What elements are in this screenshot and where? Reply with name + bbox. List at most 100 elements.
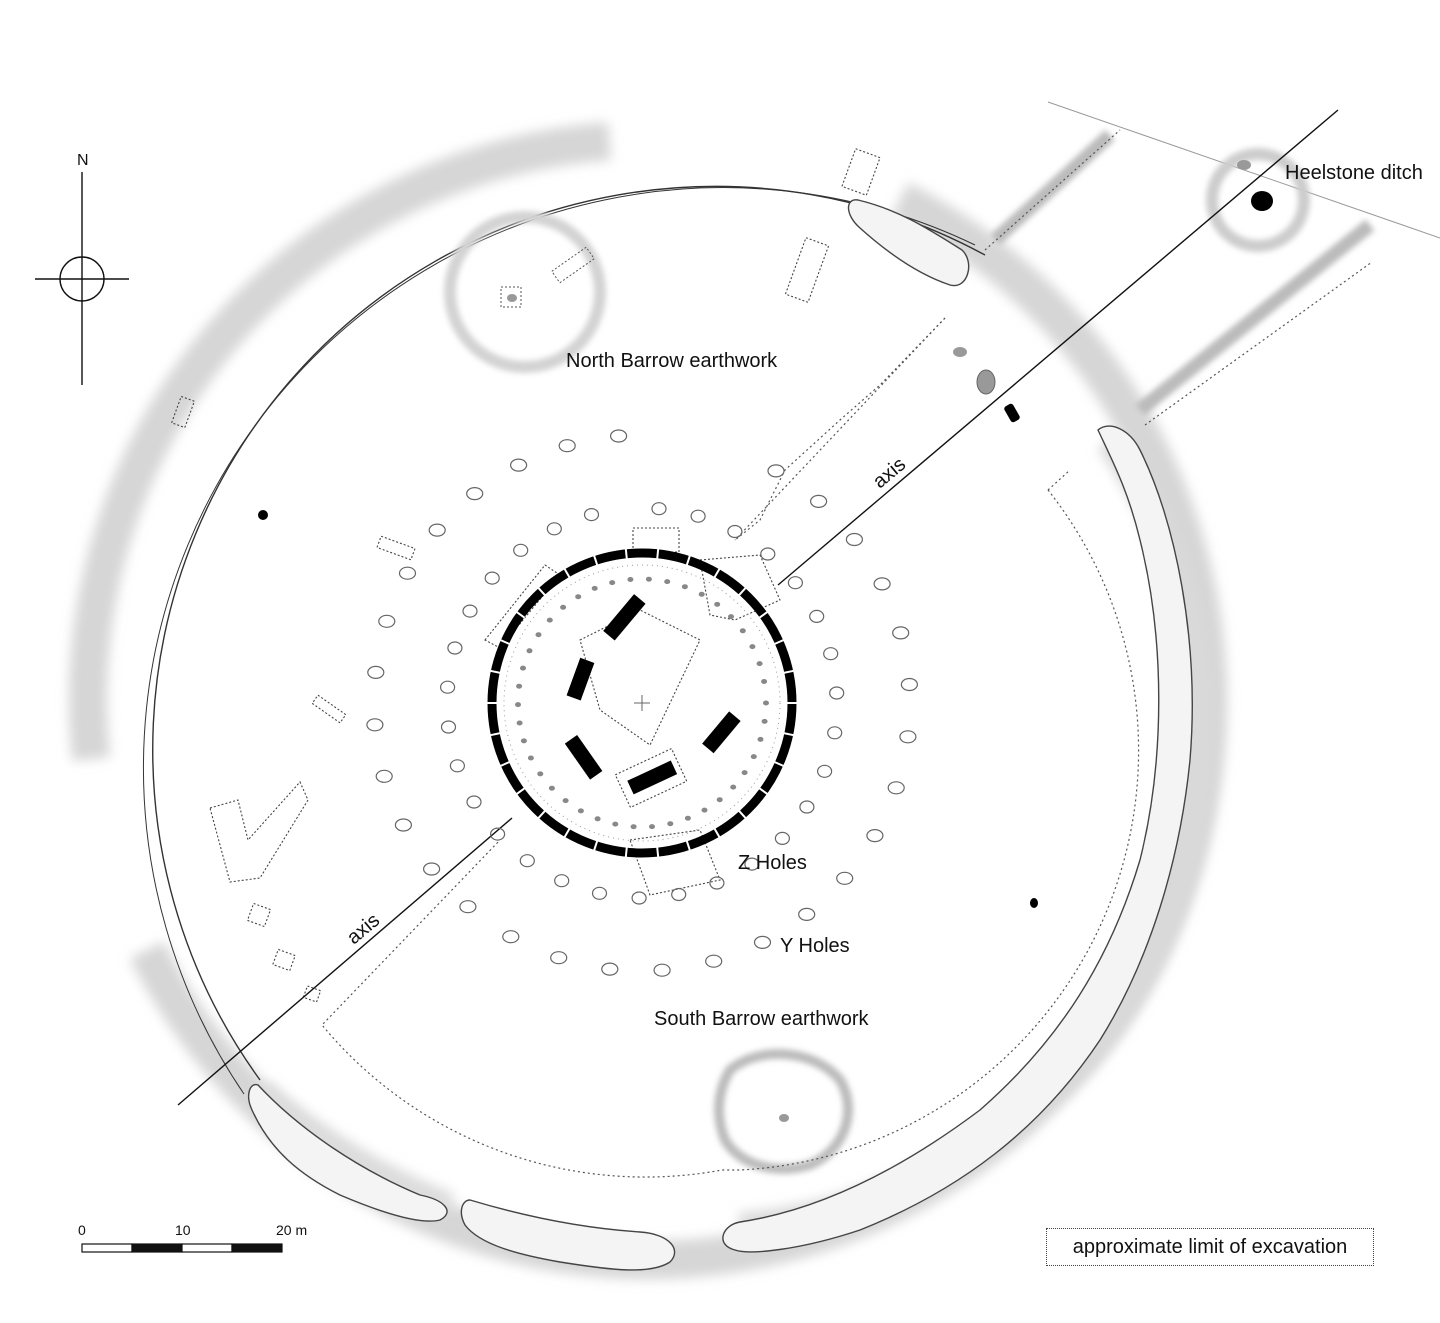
- bluestone: [667, 821, 674, 827]
- bluestone: [757, 736, 764, 742]
- outer-bank-lines: [142, 185, 986, 1095]
- bluestone: [627, 577, 634, 582]
- sarsen-gap: [624, 548, 628, 559]
- z-hole: [744, 857, 760, 871]
- bluestone: [535, 632, 542, 638]
- bluestone: [577, 808, 584, 814]
- z-hole: [823, 647, 839, 661]
- bluestone: [548, 785, 555, 791]
- south-barrow-label: South Barrow earthwork: [654, 1008, 869, 1030]
- z-hole: [440, 680, 456, 694]
- bluestone: [630, 824, 637, 830]
- enclosure-ditch: [248, 199, 1193, 1271]
- sarsen-gap: [713, 568, 721, 578]
- sarsen-gap: [656, 548, 660, 559]
- z-hole: [484, 571, 500, 585]
- bluestone: [575, 594, 582, 600]
- sarsen-gap: [563, 568, 571, 578]
- z-hole: [829, 686, 845, 700]
- z-hole: [519, 854, 535, 868]
- legend-label: approximate limit of excavation: [1072, 1235, 1348, 1258]
- sarsen-gap: [758, 611, 768, 619]
- y-holes: [366, 429, 919, 977]
- bluestone: [520, 738, 527, 744]
- bluestone: [698, 591, 705, 597]
- bluestone: [526, 648, 533, 654]
- ditch-segment-south: [460, 1199, 676, 1271]
- bluestone: [714, 601, 721, 607]
- bluestone: [701, 807, 708, 813]
- y-holes-label: Y Holes: [780, 935, 850, 957]
- z-hole: [462, 604, 478, 618]
- bluestone: [664, 579, 671, 585]
- y-hole: [753, 935, 772, 950]
- bluestone: [560, 604, 567, 610]
- bluestone: [750, 754, 757, 760]
- y-hole: [900, 677, 919, 692]
- ditch-segment-ne: [847, 199, 970, 287]
- bluestone: [716, 797, 723, 803]
- y-hole: [767, 464, 785, 478]
- excavation-limit-legend: approximate limit of excavation: [1046, 1228, 1374, 1266]
- sarsen-gap: [656, 847, 660, 858]
- scale-tick-20: 20 m: [276, 1222, 308, 1238]
- z-hole: [809, 609, 825, 624]
- z-hole: [760, 547, 776, 561]
- ditch-segment-east: [722, 425, 1193, 1253]
- ditch-segment-sw: [248, 1083, 448, 1222]
- centre-cross: [634, 695, 650, 711]
- sarsen-gap: [537, 810, 546, 819]
- z-hole: [709, 876, 725, 890]
- y-hole: [375, 769, 393, 783]
- bluestone: [741, 770, 748, 776]
- bluestone: [516, 683, 523, 689]
- y-hole: [502, 930, 520, 944]
- y-hole: [550, 951, 568, 965]
- bluestone: [594, 816, 601, 822]
- limit-of-excavation: [321, 317, 1140, 1178]
- sarsen-gap: [537, 587, 546, 596]
- y-hole: [873, 577, 891, 591]
- y-hole: [398, 566, 417, 580]
- z-hole: [490, 827, 506, 841]
- scale-tick-0: 0: [78, 1222, 86, 1238]
- bluestone: [756, 661, 763, 667]
- north-barrow: [444, 211, 606, 373]
- sarsen-gap: [490, 732, 501, 737]
- south-barrow: [714, 1049, 853, 1174]
- z-hole: [690, 509, 706, 523]
- bluestone: [761, 679, 768, 684]
- y-hole: [809, 494, 828, 508]
- y-hole: [558, 439, 576, 453]
- axis-lines: [177, 109, 1339, 1106]
- sarsen-gap: [593, 840, 599, 851]
- y-hole: [609, 429, 628, 443]
- z-hole: [447, 641, 463, 655]
- y-hole: [601, 962, 619, 976]
- bluestone: [591, 585, 598, 591]
- sarsen-gap: [783, 732, 794, 737]
- sarsen-gap: [774, 639, 785, 645]
- y-hole: [705, 954, 723, 968]
- z-hole: [583, 507, 600, 522]
- z-hole: [440, 720, 457, 734]
- y-hole: [798, 907, 816, 922]
- bluestone: [537, 771, 544, 777]
- sarsen-gap: [774, 761, 785, 767]
- sarsen-gap: [516, 611, 526, 619]
- bluestone: [609, 580, 616, 586]
- sarsen-gap: [738, 810, 747, 819]
- sarsen-gap: [685, 840, 691, 851]
- heelstone-group: [1206, 148, 1310, 252]
- y-hole: [459, 900, 477, 914]
- north-label: N: [77, 152, 89, 169]
- excavation-trenches: [170, 148, 881, 1003]
- z-hole: [466, 795, 482, 809]
- bluestone: [612, 821, 619, 827]
- y-hole: [378, 614, 396, 628]
- sarsen-gap: [593, 555, 599, 566]
- bluestone: [681, 584, 688, 590]
- heelstone: [1251, 191, 1273, 211]
- z-hole: [546, 522, 562, 536]
- y-hole: [466, 487, 484, 501]
